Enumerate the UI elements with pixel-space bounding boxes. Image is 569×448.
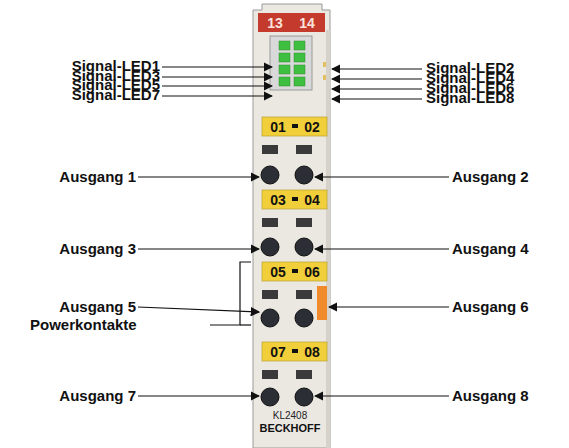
part-name: Powerkontakte (30, 317, 137, 332)
channel-number: 03 (270, 193, 286, 207)
channel-number: 02 (304, 120, 320, 134)
output-name: Ausgang 6 (452, 299, 529, 314)
channel-number: 07 (270, 345, 286, 359)
output-name: Ausgang 2 (452, 169, 529, 184)
output-name: Ausgang 3 (59, 241, 136, 256)
channel-number: 06 (304, 265, 320, 279)
model-number: KL2408 (273, 411, 307, 421)
output-name: Ausgang 4 (452, 241, 529, 256)
output-name: Ausgang 1 (59, 169, 136, 184)
output-name: Ausgang 7 (59, 388, 136, 403)
channel-number: 08 (304, 345, 320, 359)
signal-name: Signal-LED8 (426, 90, 514, 105)
channel-number: 05 (270, 265, 286, 279)
terminal-number: 14 (299, 16, 315, 30)
channel-number: 01 (270, 120, 286, 134)
output-name: Ausgang 5 (59, 299, 136, 314)
brand-name: BECKHOFF (259, 423, 320, 434)
output-name: Ausgang 8 (452, 388, 529, 403)
channel-number: 04 (304, 193, 320, 207)
terminal-number: 13 (267, 16, 283, 30)
signal-name: Signal-LED7 (72, 87, 160, 102)
